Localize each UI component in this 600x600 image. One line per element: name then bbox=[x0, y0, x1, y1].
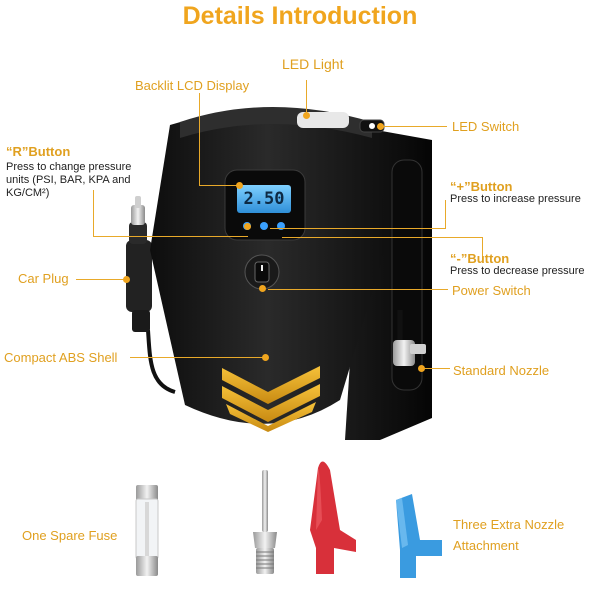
label-r-button: “R”Button bbox=[6, 144, 71, 159]
label-attachment: Attachment bbox=[453, 538, 519, 553]
needle-adapter-icon bbox=[253, 470, 277, 574]
label-compact-abs-shell: Compact ABS Shell bbox=[4, 350, 118, 365]
label-standard-nozzle: Standard Nozzle bbox=[453, 363, 550, 378]
label-power-switch: Power Switch bbox=[452, 283, 531, 298]
power-cable bbox=[146, 329, 176, 394]
leader-led-switch bbox=[381, 126, 447, 127]
plus-button-icon bbox=[260, 222, 268, 230]
lcd-reading: 2.50 bbox=[243, 189, 285, 209]
red-nozzle-icon bbox=[310, 461, 356, 574]
leader-plus-button bbox=[270, 228, 446, 229]
label-led-light: LED Light bbox=[282, 56, 344, 72]
label-backlit-lcd-display: Backlit LCD Display bbox=[135, 78, 250, 93]
leader-power-switch bbox=[268, 289, 448, 290]
led-light-icon bbox=[297, 112, 349, 128]
label-r-button-desc: Press to change pressure units (PSI, BAR… bbox=[6, 161, 132, 199]
leader-led-light bbox=[306, 80, 307, 114]
lcd-display bbox=[237, 185, 291, 213]
leader-lcd bbox=[199, 93, 200, 186]
leader-r-button bbox=[93, 190, 94, 236]
label-car-plug: Car Plug bbox=[18, 271, 69, 286]
label-three-extra-nozzle: Three Extra Nozzle bbox=[453, 517, 565, 532]
leader-standard-nozzle bbox=[422, 368, 450, 369]
power-switch-icon bbox=[261, 265, 263, 271]
leader-abs-shell bbox=[130, 357, 264, 358]
chevron-decoration bbox=[222, 366, 320, 432]
label-minus-button-desc: Press to decrease pressure bbox=[450, 265, 585, 277]
led-switch-icon bbox=[369, 123, 375, 129]
leader-minus-button bbox=[282, 237, 482, 238]
label-plus-button: “+”Button bbox=[450, 179, 513, 194]
page-title: Details Introduction bbox=[182, 2, 418, 30]
blue-nozzle-icon bbox=[396, 494, 442, 578]
label-one-spare-fuse: One Spare Fuse bbox=[22, 528, 118, 543]
label-led-switch: LED Switch bbox=[452, 119, 520, 134]
standard-nozzle-icon bbox=[393, 340, 426, 366]
leader-car-plug bbox=[76, 279, 126, 280]
car-plug-icon bbox=[126, 196, 152, 332]
label-plus-button-desc: Press to increase pressure bbox=[450, 193, 581, 205]
label-minus-button: “-”Button bbox=[450, 251, 510, 266]
fuse-icon bbox=[135, 485, 159, 576]
